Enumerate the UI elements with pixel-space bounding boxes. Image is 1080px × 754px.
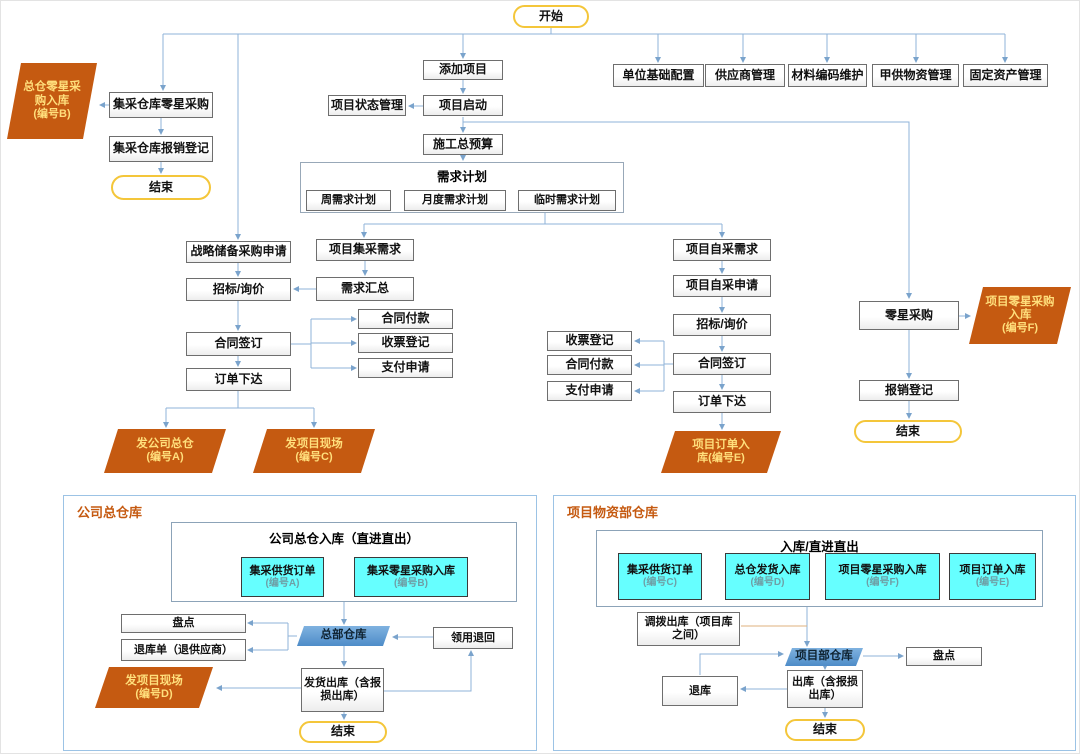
cyan-label: 项目零星采购入库 — [838, 564, 927, 577]
cyan-label: 集采供货订单 — [627, 564, 693, 577]
io-ship-to-site: 发项目现场 (编号C) — [253, 429, 375, 473]
end-terminator-hq: 结束 — [299, 721, 387, 743]
cyan-label: 总仓发货入库 — [734, 564, 801, 577]
node-hq-warehouse: 总部仓库 — [297, 626, 390, 646]
start-terminator: 开始 — [513, 5, 589, 28]
node-month-plan: 月度需求计划 — [404, 190, 506, 211]
io-project-order-inbound: 项目订单入 库(编号E) — [661, 431, 781, 473]
cyan-label: 项目订单入库 — [959, 564, 1026, 577]
cyan-central-petty-inbound-b: 集采零星采购入库 (编号B) — [354, 557, 468, 597]
io-label: 项目零星采购入库 — [985, 295, 1055, 322]
node-invoice-register-right: 收票登记 — [547, 331, 632, 351]
hq-inbound-title: 公司总仓入库（直进直出） — [268, 532, 419, 546]
node-project-stocktake: 盘点 — [906, 647, 982, 666]
node-petty-reimburse: 报销登记 — [859, 380, 959, 401]
node-order-release-left: 订单下达 — [186, 368, 291, 391]
cyan-project-petty-inbound-f: 项目零星采购入库 (编号F) — [825, 553, 940, 600]
io-label: 发项目现场 — [125, 674, 183, 687]
node-self-demand: 项目自采需求 — [673, 239, 771, 261]
io-label: 总仓零星采购入库 — [23, 81, 81, 107]
node-bid-inquiry-right: 招标/询价 — [673, 314, 771, 336]
cyan-hq-shipment-inbound-d: 总仓发货入库 (编号D) — [725, 553, 810, 600]
node-contract-sign-right: 合同签订 — [673, 353, 771, 375]
config-supplier-mgmt: 供应商管理 — [705, 64, 785, 87]
io-code: (编号C) — [295, 451, 333, 464]
node-project-outbound: 出库（含报损出库） — [787, 670, 863, 708]
project-warehouse-label: 项目物资部仓库 — [567, 505, 659, 520]
hq-warehouse-label: 公司总仓库 — [77, 505, 143, 520]
config-fixed-asset: 固定资产管理 — [963, 64, 1048, 87]
node-transfer-outbound: 调拨出库（项目库之间） — [637, 612, 740, 646]
node-bid-inquiry-left: 招标/询价 — [186, 278, 291, 301]
project-inbound-title: 入库/直进直出 — [780, 540, 859, 554]
cyan-label: 集采零星采购入库 — [367, 564, 455, 577]
cyan-code: (编号B) — [394, 577, 428, 589]
io-code: (编号D) — [135, 687, 173, 700]
node-week-plan: 周需求计划 — [306, 190, 391, 211]
cyan-central-supply-order-c: 集采供货订单 (编号C) — [618, 553, 702, 600]
cyan-code: (编号D) — [750, 577, 785, 589]
end-terminator-left: 结束 — [111, 175, 211, 200]
node-hq-stocktake: 盘点 — [121, 614, 246, 633]
io-code: 库(编号E) — [697, 452, 745, 465]
node-project-central-demand: 项目集采需求 — [316, 239, 414, 261]
io-label: 项目订单入 — [692, 439, 750, 452]
demand-plan-title: 需求计划 — [436, 170, 487, 184]
node-hq-outbound: 发货出库（含报损出库） — [301, 668, 384, 712]
io-label: 发项目现场 — [285, 438, 343, 451]
io-code: (编号A) — [146, 451, 184, 464]
node-project-return: 退库 — [662, 676, 738, 706]
node-petty-purchase: 零星采购 — [859, 301, 959, 330]
io-project-petty-inbound: 项目零星采购入库 (编号F) — [969, 287, 1071, 344]
node-return-to-supplier: 退库单（退供应商） — [121, 639, 246, 661]
node-construction-budget: 施工总预算 — [423, 134, 503, 155]
cyan-code: (编号C) — [643, 577, 677, 589]
node-add-project: 添加项目 — [423, 60, 503, 80]
node-strategic-reserve-request: 战略储备采购申请 — [186, 241, 291, 263]
cyan-code: (编号A) — [265, 577, 300, 589]
end-terminator-project: 结束 — [785, 719, 865, 741]
node-payment-request-left: 支付申请 — [358, 358, 453, 378]
config-owner-supplied: 甲供物资管理 — [872, 64, 959, 87]
node-contract-payment-left: 合同付款 — [358, 309, 453, 329]
io-ship-to-hq: 发公司总仓 (编号A) — [104, 429, 226, 473]
node-self-apply: 项目自采申请 — [673, 275, 771, 297]
node-temp-plan: 临时需求计划 — [518, 190, 616, 211]
cyan-code: (编号E) — [975, 577, 1010, 589]
config-unit-basic: 单位基础配置 — [613, 64, 704, 87]
node-central-petty-purchase: 集采仓库零星采购 — [109, 92, 213, 118]
node-requisition-return: 领用退回 — [433, 627, 513, 649]
end-terminator-right: 结束 — [854, 420, 962, 443]
node-contract-payment-right: 合同付款 — [547, 355, 632, 375]
node-project-status-mgmt: 项目状态管理 — [328, 95, 406, 116]
node-project-warehouse: 项目部仓库 — [785, 648, 863, 666]
node-central-reimburse-register: 集采仓库报销登记 — [109, 136, 213, 162]
io-central-petty-inbound: 总仓零星采购入库 (编号B) — [7, 63, 97, 139]
io-label: 发公司总仓 — [136, 438, 194, 451]
cyan-project-order-inbound-e: 项目订单入库 (编号E) — [949, 553, 1036, 600]
node-project-start: 项目启动 — [423, 95, 503, 116]
node-demand-summary: 需求汇总 — [316, 277, 414, 301]
io-ship-to-site-d: 发项目现场 (编号D) — [95, 667, 213, 708]
io-code: (编号B) — [33, 107, 71, 120]
config-material-code: 材料编码维护 — [788, 64, 867, 87]
cyan-code: (编号F) — [866, 577, 899, 589]
node-payment-request-right: 支付申请 — [547, 381, 632, 401]
node-order-release-right: 订单下达 — [673, 391, 771, 413]
io-code: (编号F) — [1001, 322, 1039, 335]
cyan-label: 集采供货订单 — [249, 564, 316, 577]
node-contract-sign-left: 合同签订 — [186, 332, 291, 356]
node-invoice-register-left: 收票登记 — [358, 333, 453, 353]
cyan-central-supply-order-a: 集采供货订单 (编号A) — [241, 557, 324, 597]
